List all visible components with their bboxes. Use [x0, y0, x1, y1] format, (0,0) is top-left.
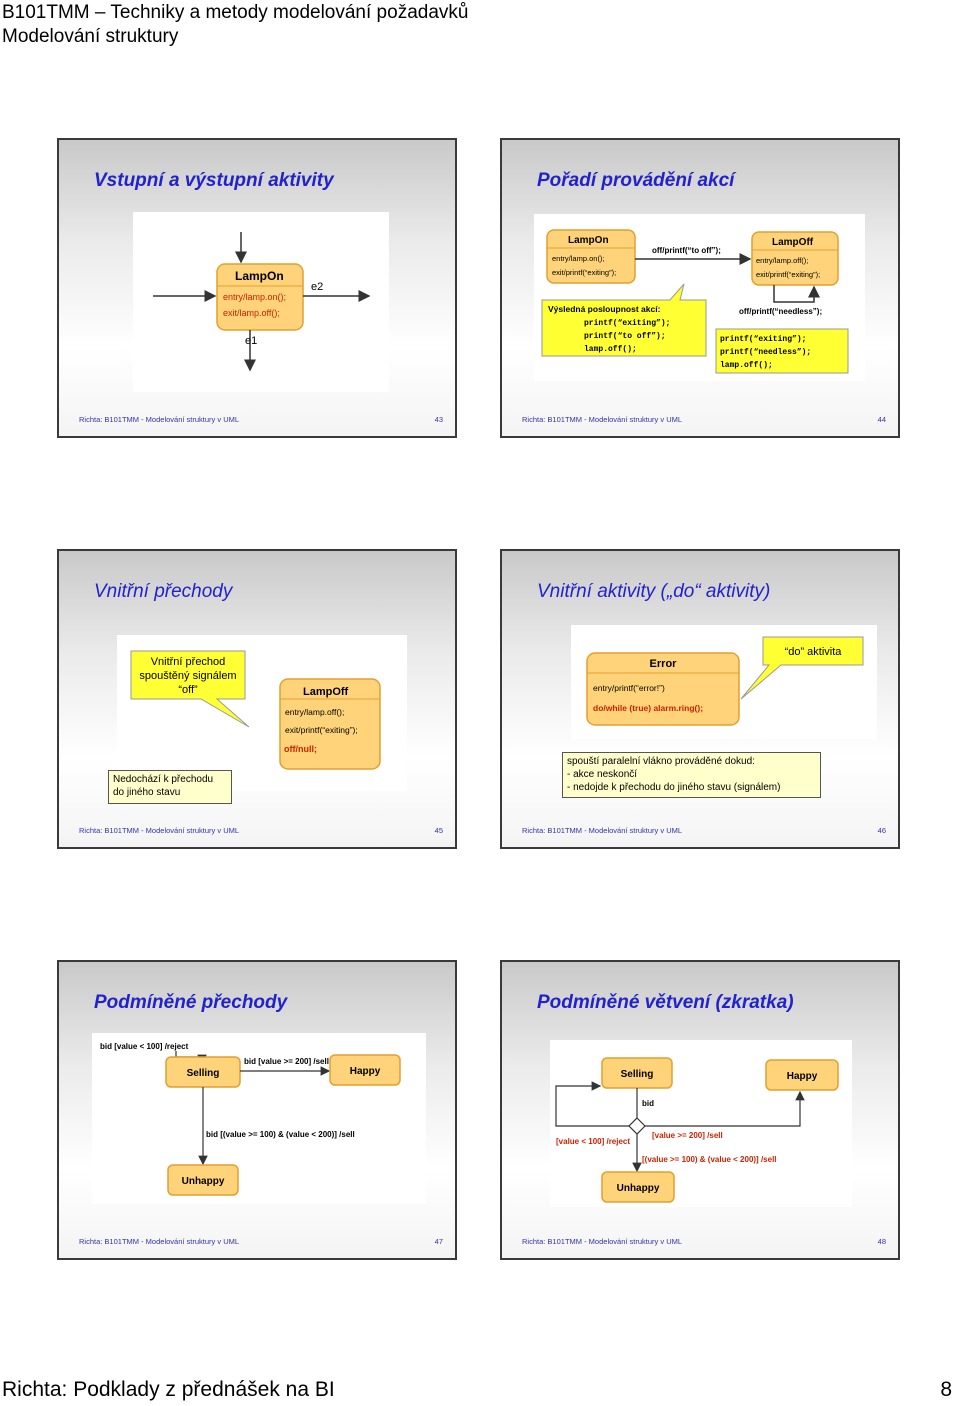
callout-line: printf(“to off”); [584, 332, 666, 341]
slide-footer: Richta: B101TMM - Modelování struktury v… [79, 826, 240, 835]
note-line: do jiného stavu [113, 787, 181, 798]
slide-title: Podmíněné přechody [94, 992, 288, 1013]
output-box [715, 328, 849, 374]
page-footer-text: Richta: Podklady z přednášek na BI [2, 1378, 335, 1401]
state-diagram-image: Selling Happy bid [value >= 200] /sell [… [550, 1040, 852, 1207]
bid-label: bid [642, 1099, 654, 1108]
page-number: 8 [940, 1378, 952, 1401]
entry-action: entry/lamp.off(); [285, 707, 344, 717]
exit-action: exit/printf(“exiting”); [552, 268, 616, 277]
state-lampon [546, 229, 636, 284]
entry-action: entry/lamp.on(); [223, 292, 286, 302]
slide-footer: Richta: B101TMM - Modelování struktury v… [79, 415, 240, 424]
note-line: spouští paralelní vlákno prováděné dokud… [567, 756, 755, 767]
note-box: Nedochází k přechodu do jiného stavu [108, 770, 232, 804]
slide-43: Vstupní a výstupní aktivity LampOn entry… [57, 138, 457, 438]
state-name: Unhappy [617, 1183, 660, 1194]
state-name: Happy [787, 1071, 818, 1082]
note-line: - akce neskončí [567, 769, 638, 780]
callout [541, 283, 707, 357]
note-box: spouští paralelní vlákno prováděné dokud… [562, 752, 821, 798]
callout-line: Vnitřní přechod [151, 656, 226, 668]
state-diagram-image: bid [value < 100] /reject Selling bid [v… [92, 1033, 426, 1204]
reject-label: bid [value < 100] /reject [100, 1042, 189, 1051]
state-name: Happy [350, 1066, 381, 1077]
state-name: Selling [187, 1068, 220, 1079]
state-diagram-image: “do” aktivita Error entry/printf(“error!… [571, 625, 877, 739]
state-diagram-image: LampOn entry/lamp.on(); exit/printf(“exi… [534, 214, 865, 381]
entry-action: entry/printf(“error!”) [593, 683, 665, 693]
document-title: B101TMM – Techniky a metody modelování p… [2, 2, 469, 23]
state-name: Error [650, 658, 678, 670]
entry-action: entry/lamp.on(); [552, 254, 605, 263]
output-line: printf(“needless”); [720, 348, 811, 357]
slide-title: Vstupní a výstupní aktivity [94, 170, 334, 191]
slide-number: 47 [434, 1237, 443, 1246]
callout-line: spouštěný signálem [139, 670, 236, 682]
do-activity: do/while (true) alarm.ring(); [593, 703, 703, 713]
slide-number: 44 [877, 415, 886, 424]
slide-title: Vnitřní přechody [94, 581, 233, 602]
reject-label: [value < 100] /reject [556, 1137, 630, 1146]
state-name: LampOff [303, 686, 349, 698]
slide-number: 48 [877, 1237, 886, 1246]
self-transition-label: off/printf(“needless”); [739, 307, 822, 316]
state-diagram-image: Vnitřní přechod spouštěný signálem “off”… [117, 635, 407, 791]
slide-47: Podmíněné přechody bid [value < 100] /re… [57, 960, 457, 1260]
callout-title: Výsledná posloupnost akcí: [548, 304, 661, 314]
slide-title: Pořadí provádění akcí [537, 170, 735, 191]
callout-text: “do” aktivita [785, 646, 843, 658]
callout [740, 636, 864, 700]
callout-line: printf(“exiting”); [584, 319, 670, 328]
slide-footer: Richta: B101TMM - Modelování struktury v… [522, 1237, 683, 1246]
document-subtitle: Modelování struktury [2, 26, 179, 47]
slide-number: 46 [877, 826, 886, 835]
state-lampoff [279, 678, 381, 770]
slide-footer: Richta: B101TMM - Modelování struktury v… [522, 826, 683, 835]
state-error [586, 652, 740, 726]
callout [130, 650, 250, 728]
state-name: LampOn [568, 235, 609, 246]
note-line: Nedochází k přechodu [113, 774, 214, 785]
transition-label: off/printf(“to off”); [652, 246, 721, 255]
exit-action: exit/lamp.off(); [223, 308, 280, 318]
state-name: LampOn [235, 269, 284, 283]
event-e2: e2 [311, 281, 323, 293]
state-diagram-image: LampOn entry/lamp.on(); exit/lamp.off();… [133, 212, 389, 392]
entry-action: entry/lamp.off(); [756, 256, 808, 265]
state-name: LampOff [772, 237, 814, 248]
slide-footer: Richta: B101TMM - Modelování struktury v… [522, 415, 683, 424]
slide-number: 45 [434, 826, 443, 835]
sell-label: bid [value >= 200] /sell [244, 1057, 329, 1066]
callout-line: “off” [178, 684, 198, 696]
slide-title: Podmíněné větvení (zkratka) [537, 992, 794, 1013]
state-unhappy [167, 1164, 239, 1196]
mid-label: [(value >= 100) & (value < 200)] /sell [642, 1155, 777, 1164]
note-line: - nedojde k přechodu do jiného stavu (si… [567, 782, 781, 793]
slide-footer: Richta: B101TMM - Modelování struktury v… [79, 1237, 240, 1246]
slide-title: Vnitřní aktivity („do“ aktivity) [537, 581, 771, 602]
state-lampoff [751, 231, 839, 286]
state-name: Unhappy [182, 1176, 225, 1187]
output-line: lamp.off(); [720, 361, 773, 370]
state-lampon [216, 263, 304, 331]
state-unhappy [601, 1171, 675, 1203]
callout-line: lamp.off(); [584, 345, 637, 354]
exit-action: exit/printf(“exiting”); [285, 725, 358, 735]
choice-diamond [628, 1117, 646, 1135]
internal-transition: off/null; [284, 744, 317, 754]
exit-action: exit/printf(“exiting”); [756, 270, 820, 279]
slide-46: Vnitřní aktivity („do“ aktivity) “do” ak… [500, 549, 900, 849]
slide-45: Vnitřní přechody Vnitřní přechod spouště… [57, 549, 457, 849]
slide-44: Pořadí provádění akcí LampOn entry/lamp.… [500, 138, 900, 438]
state-happy [765, 1059, 839, 1091]
sell-label: [value >= 200] /sell [652, 1131, 723, 1140]
mid-label: bid [(value >= 100) & (value < 200)] /se… [206, 1130, 355, 1139]
slide-48: Podmíněné větvení (zkratka) Selling Happ… [500, 960, 900, 1260]
event-e1: e1 [245, 335, 257, 347]
state-name: Selling [621, 1069, 654, 1080]
output-line: printf(“exiting”); [720, 335, 806, 344]
state-happy [329, 1054, 401, 1086]
slide-number: 43 [434, 415, 443, 424]
